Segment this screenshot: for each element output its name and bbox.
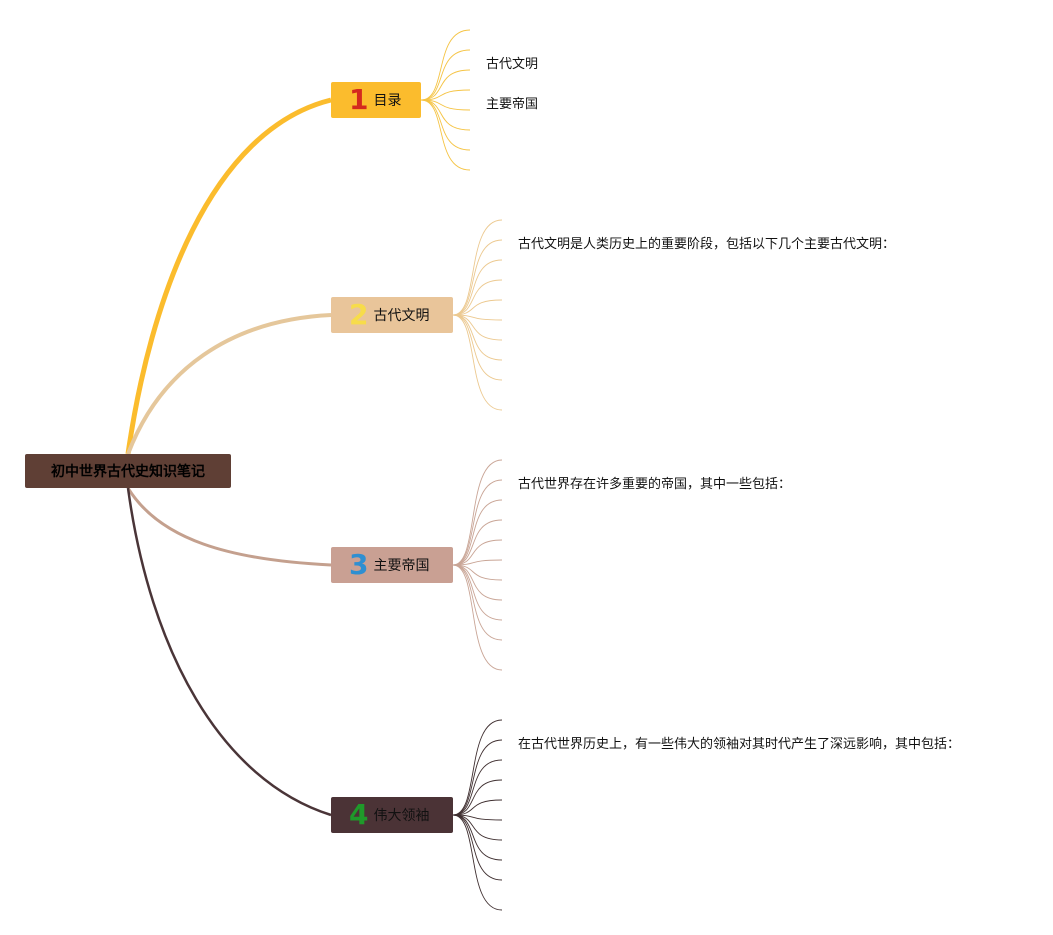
fan-line-3-5: [452, 539, 503, 566]
fan-line-1-1: [420, 29, 471, 101]
branch-label-3: 主要帝国: [373, 558, 430, 574]
fan-line-2-1: [452, 219, 503, 316]
connector-root-branch-1: [125, 97, 332, 455]
fan-line-2-5: [452, 299, 503, 316]
branch-label-2: 古代文明: [373, 308, 430, 324]
fan-line-3-6: [452, 559, 503, 566]
root-label: 初中世界古代史知识笔记: [51, 464, 205, 480]
fan-line-4-9: [452, 814, 503, 881]
branch-number-1: 1: [349, 83, 369, 116]
branch-node-4[interactable]: 4 伟大领袖: [331, 797, 453, 833]
fan-line-2-2: [452, 239, 503, 316]
fan-line-2-8: [452, 314, 503, 361]
fan-line-4-5: [452, 799, 503, 816]
fan-line-3-7: [452, 564, 503, 581]
fan-line-2-4: [452, 279, 503, 316]
fan-line-1-7: [420, 99, 471, 151]
branch-number-2: 2: [349, 298, 369, 331]
fan-line-1-2: [420, 49, 471, 101]
branch-number-3: 3: [349, 548, 369, 581]
fan-line-3-10: [452, 564, 503, 641]
leaf-1-1[interactable]: 古代文明: [486, 57, 539, 72]
leaf-4-1[interactable]: 在古代世界历史上，有一些伟大的领袖对其时代产生了深远影响，其中包括：: [518, 737, 961, 752]
fan-line-4-1: [452, 719, 503, 816]
fan-line-1-6: [420, 99, 471, 131]
fan-line-1-8: [420, 99, 471, 171]
connector-root-branch-3: [126, 487, 332, 567]
leaf-1-2[interactable]: 主要帝国: [486, 97, 539, 112]
fan-line-2-10: [452, 314, 503, 411]
fan-line-2-9: [452, 314, 503, 381]
fan-line-3-8: [452, 564, 503, 601]
fan-line-3-2: [452, 479, 503, 566]
fan-line-4-4: [452, 779, 503, 816]
leaf-3-1[interactable]: 古代世界存在许多重要的帝国，其中一些包括：: [518, 477, 792, 492]
fan-line-4-10: [452, 814, 503, 911]
fan-line-1-4: [420, 89, 471, 101]
fan-line-4-2: [452, 739, 503, 816]
leaf-fans: [420, 29, 503, 911]
fan-line-4-8: [452, 814, 503, 861]
fan-line-1-5: [420, 99, 471, 111]
branch-node-3[interactable]: 3 主要帝国: [331, 547, 453, 583]
fan-line-2-7: [452, 314, 503, 341]
fan-line-4-3: [452, 759, 503, 816]
branch-number-4: 4: [349, 798, 369, 831]
branch-label-4: 伟大领袖: [373, 808, 430, 824]
fan-line-1-3: [420, 69, 471, 101]
fan-line-3-3: [452, 499, 503, 566]
fan-line-3-4: [452, 519, 503, 566]
fan-line-2-3: [452, 259, 503, 316]
connector-root-branch-2: [126, 313, 332, 455]
leaf-2-1[interactable]: 古代文明是人类历史上的重要阶段，包括以下几个主要古代文明：: [518, 237, 896, 252]
fan-line-3-1: [452, 459, 503, 566]
branch-label-1: 目录: [373, 93, 402, 109]
fan-line-4-7: [452, 814, 503, 841]
fan-line-3-11: [452, 564, 503, 671]
connector-root-branch-4: [126, 487, 332, 817]
fan-line-3-9: [452, 564, 503, 621]
root-node[interactable]: 初中世界古代史知识笔记: [25, 454, 231, 488]
branch-node-1[interactable]: 1 目录: [331, 82, 421, 118]
branch-node-2[interactable]: 2 古代文明: [331, 297, 453, 333]
